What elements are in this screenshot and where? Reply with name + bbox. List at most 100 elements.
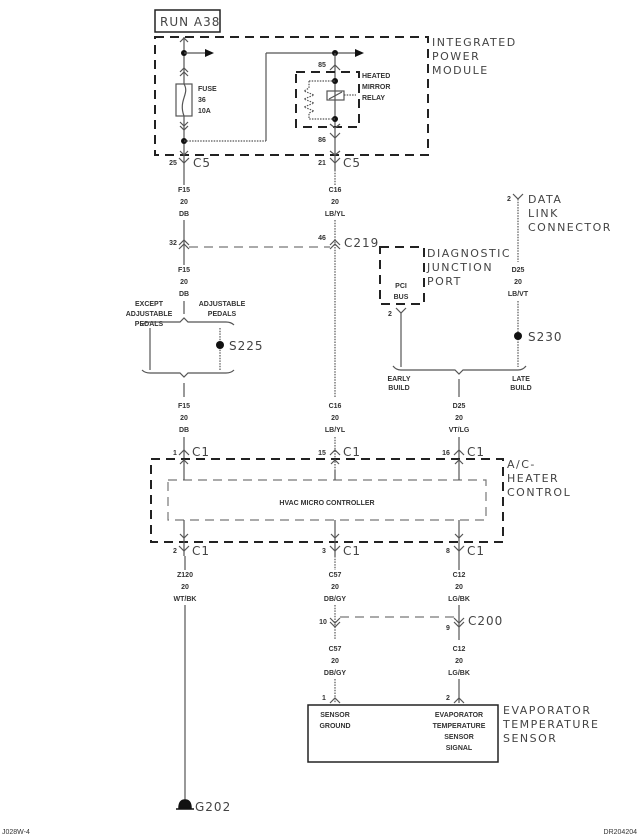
- svg-text:ADJUSTABLE: ADJUSTABLE: [126, 311, 173, 318]
- fuse-number: 36: [198, 97, 206, 104]
- djp-inner-1: PCI: [395, 283, 407, 290]
- c5-left-pin: 25: [169, 160, 177, 167]
- wire-f15-a-color: DB: [179, 211, 189, 218]
- sensor-pin-1-connector: [329, 697, 341, 704]
- ipm-name-1: INTEGRATED: [432, 36, 517, 49]
- run-a38-box: [154, 9, 221, 33]
- c200-right-pin: 9: [446, 625, 450, 632]
- djp-inner-2: BUS: [394, 294, 409, 301]
- c200-name: C200: [468, 614, 503, 628]
- djp-pin: 2: [388, 311, 392, 318]
- wire-c12-a-color: LG/BK: [448, 596, 470, 603]
- sensor-pin-1: 1: [322, 695, 326, 702]
- wire-c12-b-color: LG/BK: [448, 670, 470, 677]
- c1-in-3-name: C1: [467, 445, 485, 459]
- fuse-symbol: [175, 83, 193, 117]
- c200-right-connector: [453, 617, 465, 628]
- c5-left-name: C5: [193, 156, 211, 170]
- fuse-circuit: FUSE 36 10A: [175, 37, 355, 170]
- fuse-label: FUSE: [198, 86, 217, 93]
- sensor-name-1: EVAPORATOR: [503, 704, 591, 717]
- wire-c12-a-gauge: 20: [455, 584, 463, 591]
- c1-out-3-pin: 8: [446, 548, 450, 555]
- c1-out-2-pin: 3: [322, 548, 326, 555]
- sensor-name-3: SENSOR: [503, 732, 557, 745]
- heated-mirror-relay: 85 HEATED MIRROR RELAY 86: [295, 49, 390, 170]
- c1-in-1-name: C1: [192, 445, 210, 459]
- sensor-signal-4: SIGNAL: [446, 745, 473, 752]
- svg-text:EARLY: EARLY: [387, 376, 410, 383]
- wire-c57-b-color: DB/GY: [324, 670, 347, 677]
- wire-c12-b-code: C12: [453, 646, 466, 653]
- splice-s230-label: S230: [528, 330, 563, 344]
- wire-f15-a-code: F15: [178, 187, 190, 194]
- wire-d25-b-gauge: 20: [455, 415, 463, 422]
- splice-s230: [514, 332, 522, 340]
- pedals-option-bracket: EXCEPT ADJUSTABLE PEDALS ADJUSTABLE PEDA…: [126, 301, 264, 378]
- splice-s225-label: S225: [229, 339, 264, 353]
- ipm-name-2: POWER: [432, 50, 480, 63]
- c219-left-connector: [178, 239, 190, 250]
- c1-out-2-connector: [329, 545, 341, 552]
- c1-in-2-name: C1: [343, 445, 361, 459]
- c1-in-1-connector: [178, 449, 190, 456]
- c1-out-1-pin: 2: [173, 548, 177, 555]
- ground-label: G202: [195, 800, 231, 814]
- dlc-name-2: LINK: [528, 207, 559, 220]
- svg-text:ADJUSTABLE: ADJUSTABLE: [199, 301, 246, 308]
- svg-text:BUILD: BUILD: [510, 385, 531, 392]
- c1-in-1-pin: 1: [173, 450, 177, 457]
- sensor-pin-2-connector: [453, 697, 465, 704]
- hvac-micro-controller-box: [167, 479, 487, 521]
- djp-name-3: PORT: [427, 275, 462, 288]
- wire-c57-b-gauge: 20: [331, 658, 339, 665]
- c1-out-2-name: C1: [343, 544, 361, 558]
- wire-z120-color: WT/BK: [174, 596, 197, 603]
- diagnostic-junction-port-box: [379, 246, 425, 305]
- c1-in-2-connector: [329, 449, 341, 456]
- wire-c57-a-color: DB/GY: [324, 596, 347, 603]
- run-a38-label: RUN A38: [160, 15, 220, 29]
- wire-f15-c-gauge: 20: [180, 415, 188, 422]
- wire-c16-b-code: C16: [329, 403, 342, 410]
- svg-text:PEDALS: PEDALS: [208, 311, 237, 318]
- svg-text:LATE: LATE: [512, 376, 530, 383]
- c200-left-connector: [329, 617, 341, 628]
- footer-left-code: J028W-4: [2, 829, 30, 836]
- wire-f15-b-color: DB: [179, 291, 189, 298]
- wire-c57-b-code: C57: [329, 646, 342, 653]
- wire-c16-b-color: LB/YL: [325, 427, 346, 434]
- djp-connector: [395, 307, 407, 314]
- c5-right-connector: [329, 157, 341, 164]
- c1-out-1-connector: [178, 545, 190, 552]
- wire-d25-b-code: D25: [453, 403, 466, 410]
- djp-name-1: DIAGNOSTIC: [427, 247, 511, 260]
- hvac-name-1: A/C-: [507, 458, 536, 471]
- splice-s225: [216, 341, 224, 349]
- djp-name-2: JUNCTION: [426, 261, 493, 274]
- c5-left-connector: [178, 157, 190, 164]
- wire-c16-a-gauge: 20: [331, 199, 339, 206]
- c1-out-1-name: C1: [192, 544, 210, 558]
- sensor-ground-2: GROUND: [319, 723, 350, 730]
- wire-c57-a-gauge: 20: [331, 584, 339, 591]
- c5-right-pin: 21: [318, 160, 326, 167]
- sensor-signal-1: EVAPORATOR: [435, 712, 483, 719]
- relay-name-1: HEATED: [362, 73, 390, 80]
- wire-z120-gauge: 20: [181, 584, 189, 591]
- sensor-signal-2: TEMPERATURE: [433, 723, 486, 730]
- wire-c12-b-gauge: 20: [455, 658, 463, 665]
- wire-f15-c-code: F15: [178, 403, 190, 410]
- sensor-signal-3: SENSOR: [444, 734, 474, 741]
- relay-pin-85: 85: [318, 62, 326, 69]
- wire-f15-a-gauge: 20: [180, 199, 188, 206]
- sensor-pin-2: 2: [446, 695, 450, 702]
- wire-f15-b-code: F15: [178, 267, 190, 274]
- ground-icon: [176, 799, 194, 810]
- wire-c12-a-code: C12: [453, 572, 466, 579]
- wire-f15-c-color: DB: [179, 427, 189, 434]
- c1-in-2-pin: 15: [318, 450, 326, 457]
- sensor-ground-1: SENSOR: [320, 712, 350, 719]
- c1-out-3-connector: [453, 545, 465, 552]
